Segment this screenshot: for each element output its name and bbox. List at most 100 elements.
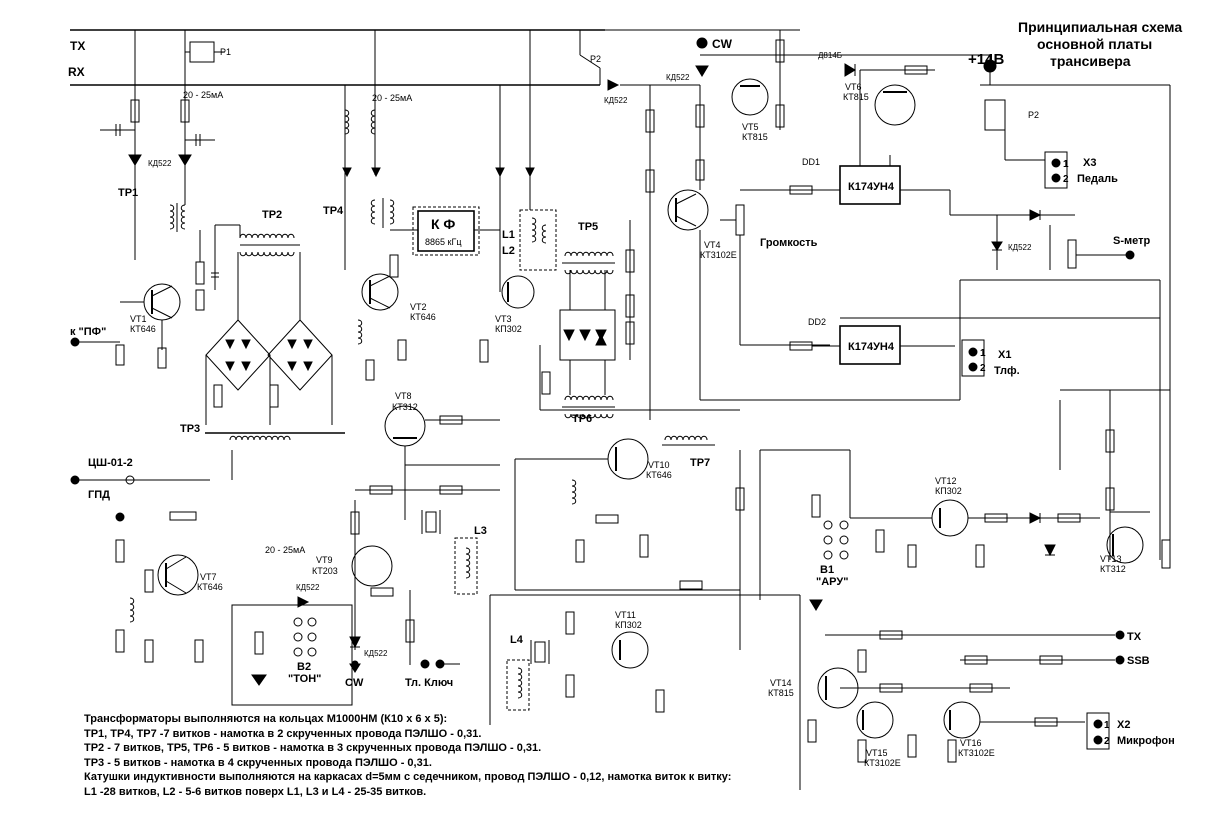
x3-pin1: 1: [1063, 159, 1069, 170]
vt12-type: КП302: [935, 486, 962, 496]
vt4-ref: VT4: [704, 240, 721, 250]
rail-cw-label: CW: [712, 37, 733, 51]
relay-p2-label: P2: [590, 54, 601, 64]
rail-rx-label: RX: [68, 65, 85, 79]
x3-pin2: 2: [1063, 174, 1069, 185]
filter-name: К Ф: [431, 216, 455, 232]
title-line-1: Принципиальная схема: [1018, 19, 1182, 35]
x3-ref: X3: [1083, 157, 1096, 169]
vt15-type: КТ3102Е: [864, 758, 901, 768]
dd2-label: DD2: [808, 317, 826, 327]
tp6-label: TP6: [572, 413, 592, 425]
shsh-label: ЦШ-01-2: [88, 457, 133, 469]
kd522-label-1: КД522: [148, 159, 172, 168]
x1-label: Тлф.: [994, 365, 1020, 377]
dd1-chip: К174УН4: [848, 181, 895, 193]
vt14-ref: VT14: [770, 678, 792, 688]
filter-freq: 8865 кГц: [425, 237, 462, 247]
x1-pin1: 1: [980, 348, 986, 359]
x2-label: Микрофон: [1117, 735, 1175, 747]
ton-label: "ТОН": [288, 673, 321, 685]
vt10-type: КТ646: [646, 470, 672, 480]
kd522-label-6: КД522: [364, 649, 388, 658]
cw-label-bottom: CW: [345, 677, 364, 689]
coil-l2-label: L2: [502, 245, 515, 257]
tp3-label: TP3: [180, 423, 200, 435]
tp4-label: TP4: [323, 205, 344, 217]
current-label-1: 20 - 25мА: [183, 90, 223, 100]
gpd-label: ГПД: [88, 489, 110, 501]
vt16-type: КТ3102Е: [958, 748, 995, 758]
x1-pin2: 2: [980, 363, 986, 374]
vt15-ref: VT15: [866, 748, 888, 758]
vt6-type: КТ815: [843, 92, 869, 102]
dd1-label: DD1: [802, 157, 820, 167]
vt7-ref: VT7: [200, 572, 217, 582]
vt6-ref: VT6: [845, 82, 862, 92]
x2-pin1: 1: [1104, 720, 1110, 731]
volume-label: Громкость: [760, 237, 818, 249]
kd522-label-4: КД522: [1008, 243, 1032, 252]
coil-l3-label: L3: [474, 525, 487, 537]
kd522-label-2: КД522: [604, 96, 628, 105]
vt7-type: КТ646: [197, 582, 223, 592]
vt11-type: КП302: [615, 620, 642, 630]
d814-label: Д814Б: [818, 51, 842, 60]
x3-label: Педаль: [1077, 173, 1118, 185]
relay-p2-right-label: P2: [1028, 110, 1039, 120]
ssb-label: SSB: [1127, 655, 1150, 667]
vt4-type: КТ3102Е: [700, 250, 737, 260]
vt8-ref: VT8: [395, 391, 412, 401]
x2-ref: X2: [1117, 719, 1130, 731]
vt13-ref: VT13: [1100, 554, 1122, 564]
tp1-label: TP1: [118, 187, 138, 199]
aru-label: "АРУ": [816, 576, 848, 588]
coil-l1-label: L1: [502, 229, 515, 241]
note-line: ТР1, ТР4, ТР7 -7 витков - намотка в 2 ск…: [84, 727, 482, 740]
smeter-label: S-метр: [1113, 235, 1150, 247]
tp5-label: TP5: [578, 221, 598, 233]
b2-label: В2: [297, 661, 311, 673]
x2-pin2: 2: [1104, 736, 1110, 747]
coil-l4-label: L4: [510, 634, 524, 646]
note-line: Трансформаторы выполняются на кольцах М1…: [84, 713, 448, 725]
vt5-ref: VT5: [742, 122, 759, 132]
vt5-type: КТ815: [742, 132, 768, 142]
vt11-ref: VT11: [615, 610, 636, 620]
vt1-ref: VT1: [130, 314, 147, 324]
title-line-2: основной платы: [1037, 36, 1152, 52]
vt2-ref: VT2: [410, 302, 427, 312]
x1-ref: X1: [998, 349, 1011, 361]
kd522-label-5: КД522: [296, 583, 320, 592]
note-line: ТР2 - 7 витков, ТР5, ТР6 - 5 витков - на…: [84, 742, 542, 754]
vt1-type: КТ646: [130, 324, 156, 334]
vt13-type: КТ312: [1100, 564, 1126, 574]
note-line: L1 -28 витков, L2 - 5-6 витков поверх L1…: [84, 785, 427, 798]
tp2-label: TP2: [262, 209, 282, 221]
power-label: +14В: [968, 51, 1004, 68]
vt9-ref: VT9: [316, 555, 333, 565]
dd2-chip: К174УН4: [848, 341, 895, 353]
vt9-type: КТ203: [312, 566, 338, 576]
rail-tx-label: TX: [70, 39, 85, 53]
b1-label: В1: [820, 564, 834, 576]
vt3-ref: VT3: [495, 314, 512, 324]
winding-notes: Трансформаторы выполняются на кольцах М1…: [84, 712, 731, 799]
vt10-ref: VT10: [648, 460, 670, 470]
tp7-label: TP7: [690, 457, 710, 469]
vt3-type: КП302: [495, 324, 522, 334]
relay-p1-label: P1: [220, 47, 231, 57]
vt8-type: КТ312: [392, 402, 418, 412]
current-label-3: 20 - 25мА: [265, 545, 305, 555]
vt14-type: КТ815: [768, 688, 794, 698]
note-line: Катушки индуктивности выполняются на кар…: [84, 771, 732, 783]
current-label-2: 20 - 25мА: [372, 93, 412, 103]
vt12-ref: VT12: [935, 476, 957, 486]
pf-label: к "ПФ": [70, 326, 106, 338]
tx-label-right: TX: [1127, 631, 1142, 643]
key-label: Тл. Ключ: [405, 677, 453, 689]
vt2-type: КТ646: [410, 312, 436, 322]
kd522-label-3: КД522: [666, 73, 690, 82]
note-line: ТР3 - 5 витков - намотка в 4 скрученных …: [84, 756, 432, 769]
